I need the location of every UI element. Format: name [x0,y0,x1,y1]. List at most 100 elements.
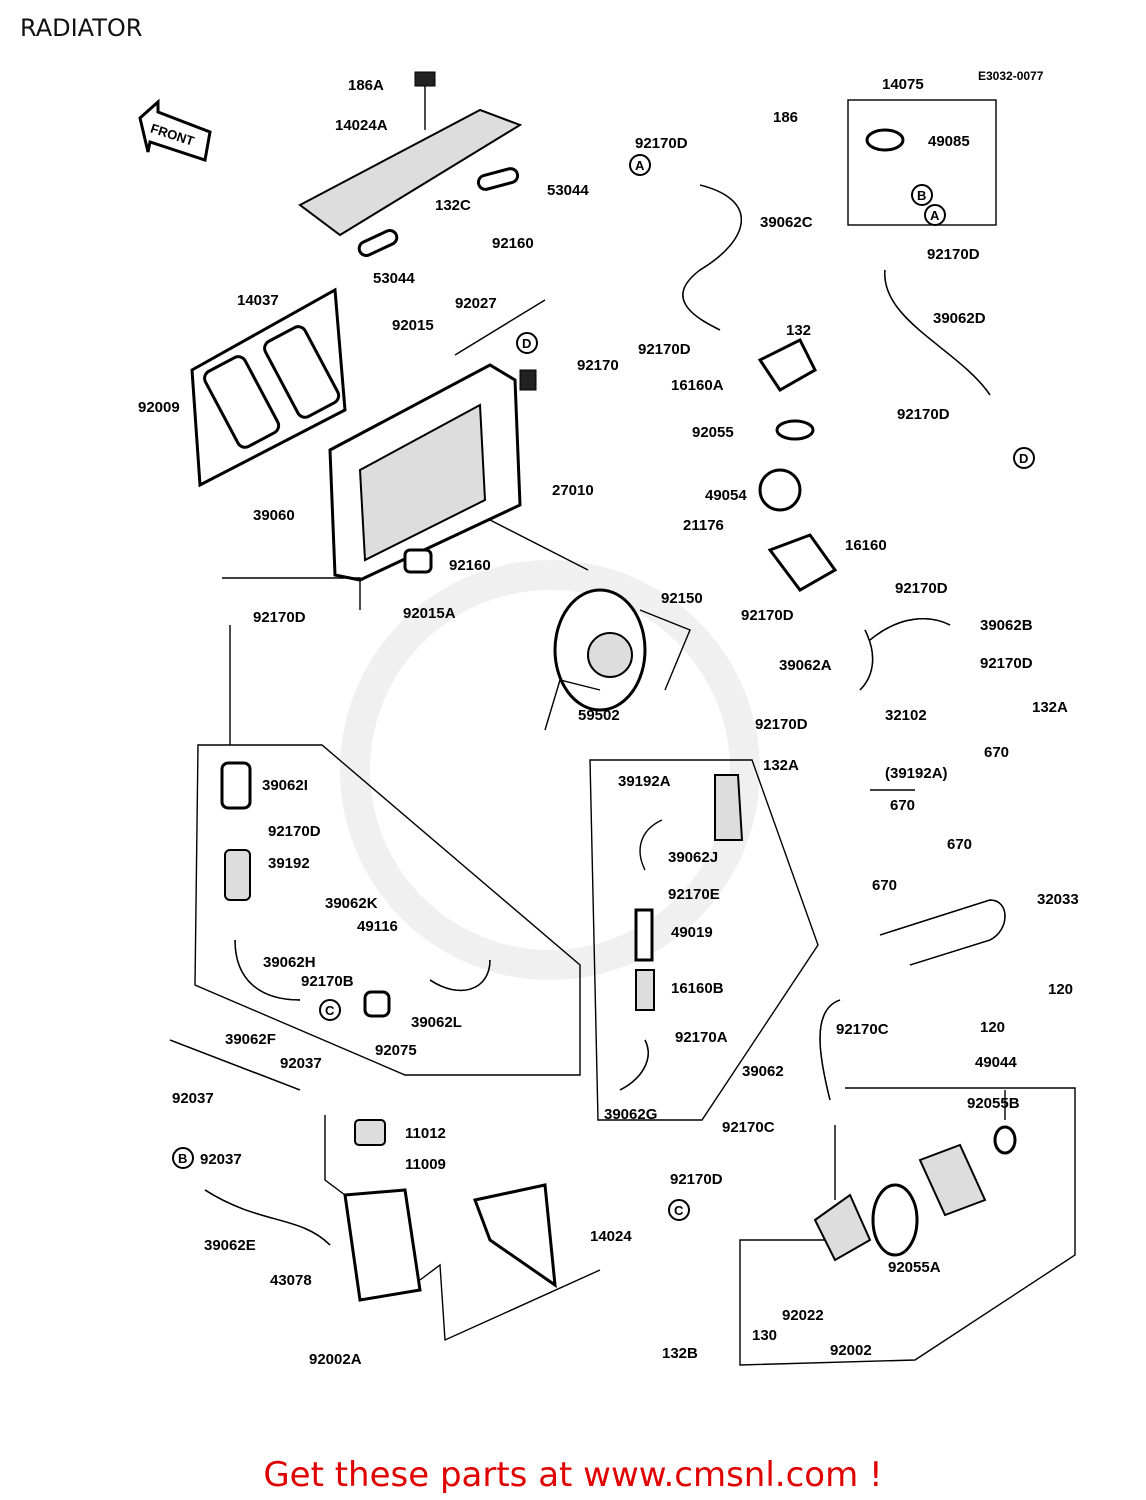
part-92150: 92150 [661,590,703,607]
part-39192A: 39192A [618,773,671,790]
part-39062K: 39062K [325,895,378,912]
part-92022: 92022 [782,1307,824,1324]
part-92170D-i: 92170D [268,823,321,840]
part-670-d: 670 [872,877,897,894]
part-132C: 132C [435,197,471,214]
callout-b-right: B [911,184,933,206]
part-92055B: 92055B [967,1095,1020,1112]
part-132B: 132B [662,1345,698,1362]
diagram-code: E3032-0077 [978,69,1044,83]
fitting-49019 [634,908,654,962]
part-32033: 32033 [1037,891,1079,908]
part-92170D-j: 92170D [670,1171,723,1188]
part-39192: 39192 [268,855,310,872]
cooling-fan-59502 [544,588,691,731]
hose-39062E [204,1189,331,1246]
shop-link-banner[interactable]: Get these parts at www.cmsnl.com ! [263,1455,883,1495]
svg-text:D: D [1019,451,1028,466]
part-39062E: 39062E [204,1237,256,1254]
radiator-top-cover [298,71,523,237]
thermostat-housing-16160A [757,337,817,392]
part-92009: 92009 [138,399,180,416]
part-186A: 186A [348,77,384,94]
hose-39062D [884,269,991,396]
part-39062G: 39062G [604,1106,657,1123]
hose-53044-upper [476,167,520,191]
hose-39062J [639,819,663,871]
callout-b-left: B [172,1147,194,1169]
part-92170E: 92170E [668,886,720,903]
callout-d-top: D [516,332,538,354]
part-92075: 92075 [375,1042,417,1059]
right-group-outline [739,1087,1076,1366]
part-92160-b: 92160 [449,557,491,574]
part-92170: 92170 [577,357,619,374]
box-14075 [847,99,997,226]
part-92160-a: 92160 [492,235,534,252]
part-11012: 11012 [405,1125,446,1142]
fitting-39192 [224,849,251,901]
part-92002A: 92002A [309,1351,362,1368]
cap-92075 [363,990,391,1018]
fitting-39192A [714,774,744,841]
hose-39062A [859,629,874,691]
part-132A-a: 132A [1032,699,1068,716]
part-92170D-c: 92170D [895,580,948,597]
part-39062B: 39062B [980,617,1033,634]
part-92170A: 92170A [675,1029,728,1046]
part-14024: 14024 [590,1228,632,1245]
part-39192A-paren: (39192A) [885,765,948,782]
part-92002: 92002 [830,1342,872,1359]
part-92170D-d: 92170D [741,607,794,624]
part-92055A: 92055A [888,1259,941,1276]
water-pipe-32033 [879,899,1006,966]
part-132A-b: 132A [763,757,799,774]
radiator-core-39060 [328,363,537,582]
page-title: RADIATOR [20,14,143,42]
fitting-16160B [635,969,655,1011]
radiator-exploded-diagram: FRONT [138,69,1079,1368]
hose-39062G [619,1039,649,1091]
part-92170C-b: 92170C [722,1119,775,1136]
part-39062L: 39062L [411,1014,462,1031]
reserve-tank-43078 [343,1188,422,1302]
water-pump-body [813,1193,872,1262]
water-pump-cover-49044 [918,1143,987,1217]
hose-39062B [869,618,951,641]
part-39062I: 39062I [262,777,308,794]
part-49044: 49044 [975,1054,1017,1071]
tank-cap-11012 [354,1119,386,1146]
part-186: 186 [773,109,798,126]
housing-16160 [767,533,838,592]
part-27010: 27010 [552,482,594,499]
hose-39062F [169,1039,301,1091]
part-92015: 92015 [392,317,434,334]
tank-bracket-14024 [472,1183,557,1289]
hose-39062C [682,184,742,331]
part-16160B: 16160B [671,980,724,997]
part-670-a: 670 [984,744,1009,761]
part-92170D-e: 92170D [980,655,1033,672]
svg-text:D: D [522,336,531,351]
part-670-c: 670 [947,836,972,853]
svg-text:B: B [917,188,926,203]
hose-39062L [429,959,491,991]
part-53044-a: 53044 [547,182,589,199]
part-39062F: 39062F [225,1031,276,1048]
part-53044-b: 53044 [373,270,415,287]
part-49054: 49054 [705,487,747,504]
part-92170D-g: 92170D [927,246,980,263]
part-92037-c: 92037 [200,1151,242,1168]
part-39062J: 39062J [668,849,718,866]
hose-53044-lower [357,229,399,257]
part-49116: 49116 [357,918,398,935]
part-39062: 39062 [742,1063,784,1080]
part-14024A: 14024A [335,117,388,134]
front-arrow-icon: FRONT [138,98,212,162]
part-92170C-a: 92170C [836,1021,889,1038]
part-14075: 14075 [882,76,924,93]
part-92037-a: 92037 [280,1055,322,1072]
part-92037-b: 92037 [172,1090,214,1107]
part-92170D-h: 92170D [897,406,950,423]
part-120-a: 120 [1048,981,1073,998]
